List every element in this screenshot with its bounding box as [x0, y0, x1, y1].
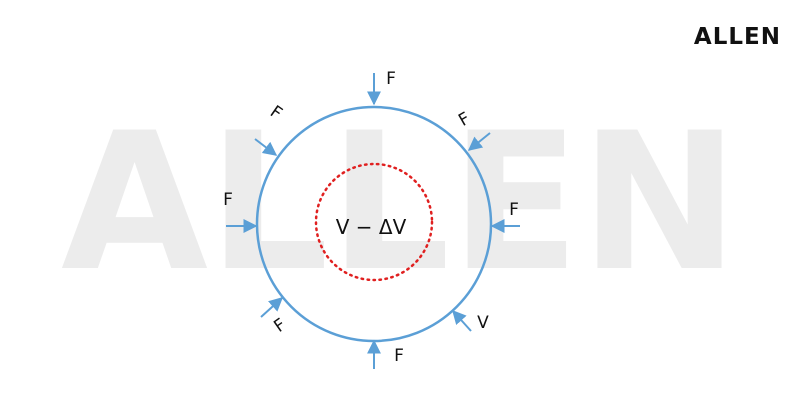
- force-arrow-top-right: [467, 132, 491, 151]
- center-label: V − ΔV: [336, 215, 407, 239]
- force-arrow-bottom-left: [260, 297, 284, 318]
- force-arrow-top-left: [254, 138, 278, 156]
- force-arrow-bottom-right: [452, 309, 472, 332]
- force-label-left: F: [223, 190, 233, 210]
- force-label-bottom-left: F: [270, 315, 289, 337]
- inner-dotted-circle: [314, 162, 434, 282]
- allen-logo: ALLEN: [694, 24, 781, 50]
- force-label-top: F: [386, 69, 396, 89]
- watermark-logo: ALLEN: [61, 92, 739, 313]
- force-label-bottom: F: [394, 346, 404, 366]
- force-label-right: F: [509, 200, 519, 220]
- force-label-right-lower: V: [477, 313, 489, 333]
